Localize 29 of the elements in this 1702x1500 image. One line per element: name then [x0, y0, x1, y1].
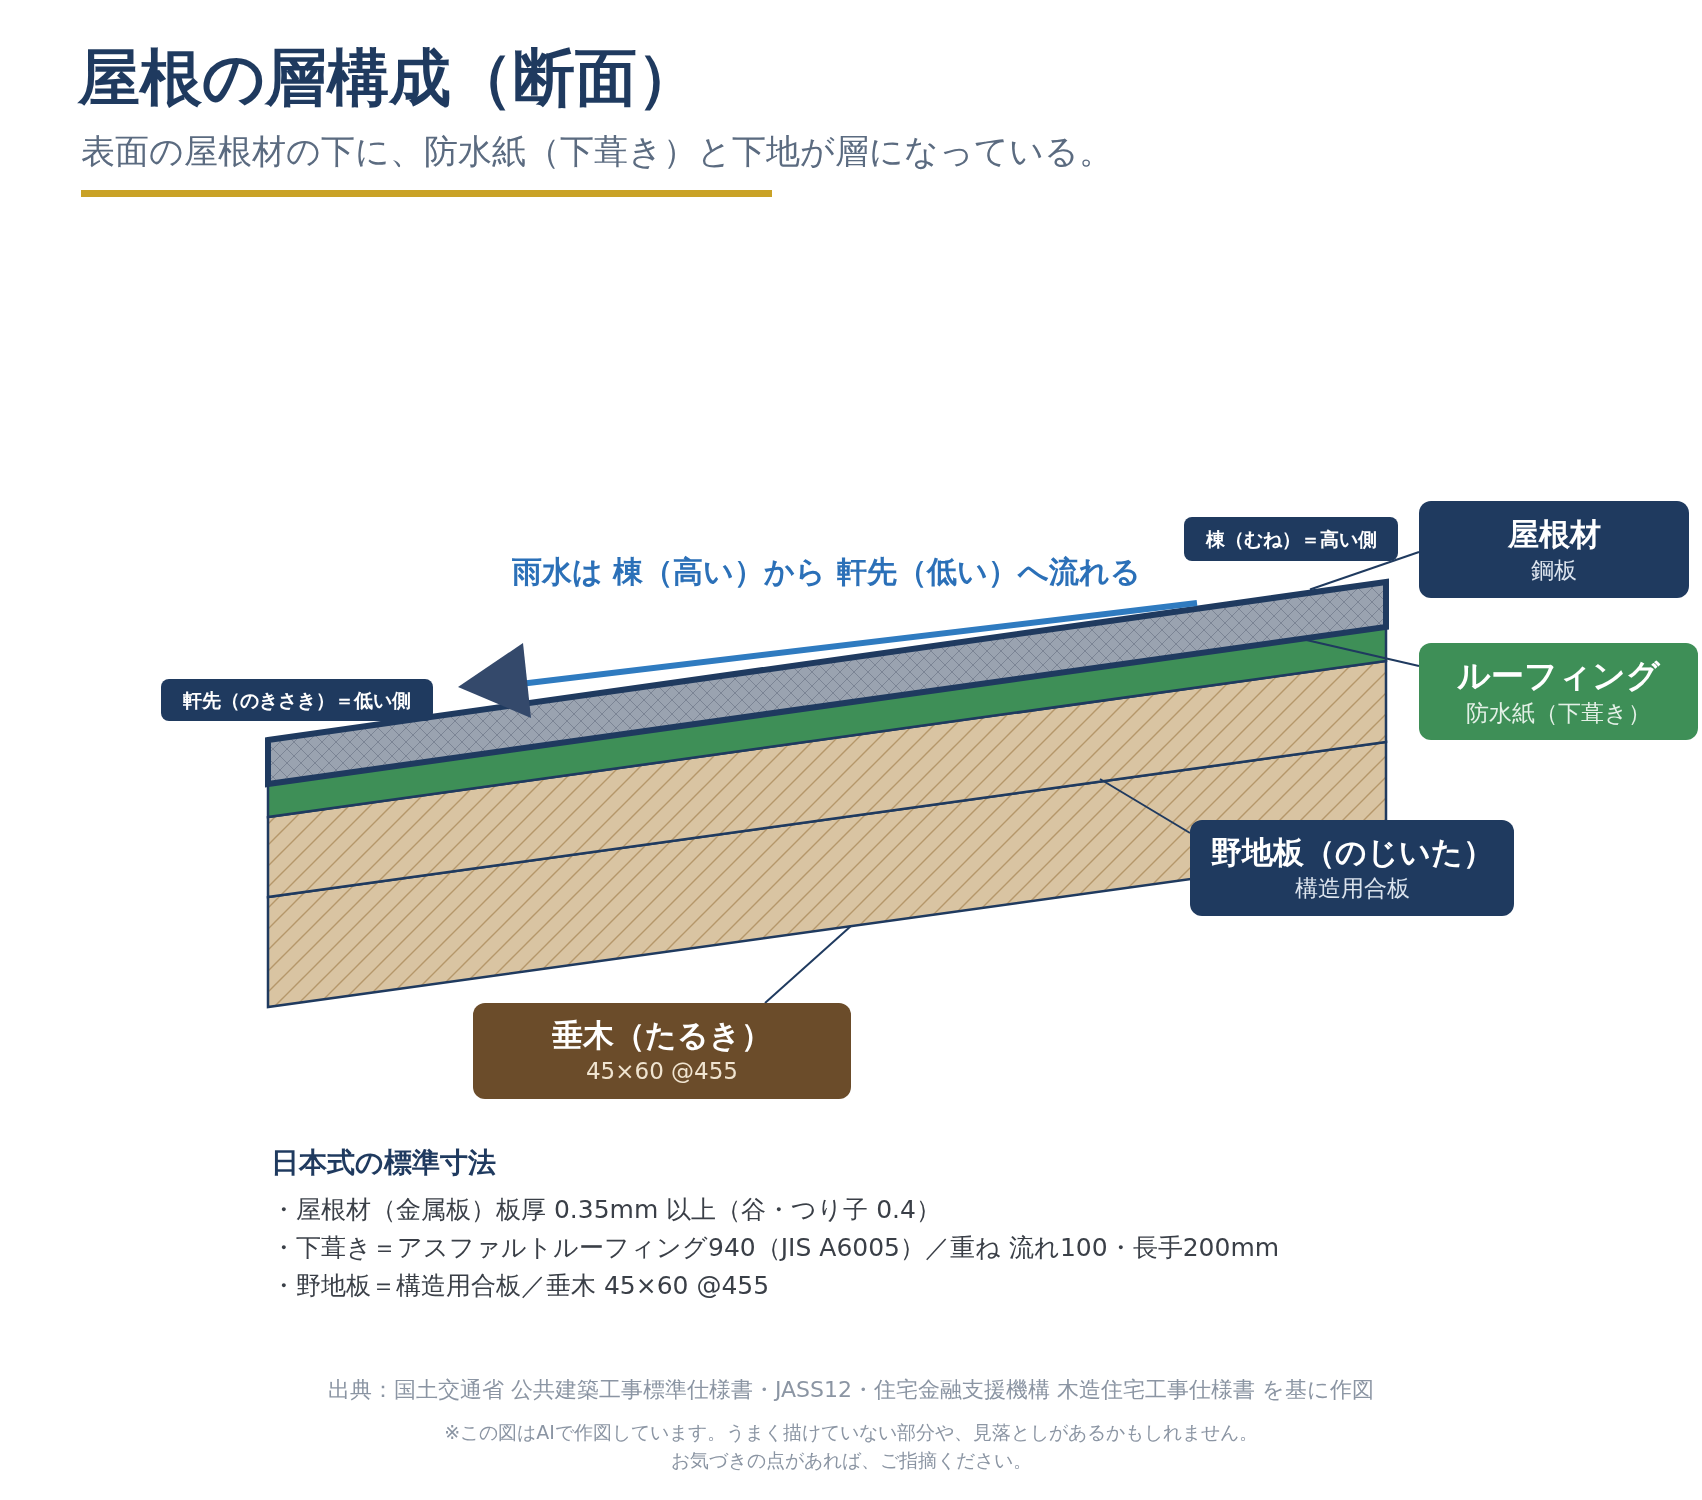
callout-subtitle: 構造用合板 [1294, 874, 1410, 903]
disclaimer-note: お気づきの点があれば、ご指摘ください。 [670, 1448, 1032, 1473]
callout-subtitle: 45×60 @455 [586, 1057, 738, 1086]
source-note: 出典：国土交通省 公共建築工事標準仕様書・JASS12・住宅金融支援機構 木造住宅工事仕様書 を基に作図 [327, 1376, 1375, 1404]
callout-tag [161, 679, 433, 721]
callout-subtitle: 鋼板 [1531, 555, 1577, 585]
section-heading: 日本式の標準寸法 [271, 1145, 496, 1181]
page-title: 屋根の層構成（断面） [78, 40, 699, 116]
disclaimer-note: ※この図はAIで作図しています。うまく描けていない部分や、見落としがあるかもしれません。 [444, 1420, 1258, 1445]
callout-box [1419, 501, 1689, 598]
location-label: 軒先（のきさき）＝低い側 [183, 688, 411, 713]
leader-line [1309, 551, 1420, 591]
callout-box [1190, 820, 1514, 916]
callout-title: 野地板（のじいた） [1210, 833, 1494, 872]
callout-subtitle: 防水紙（下葺き） [1466, 698, 1651, 728]
spec-item: ・屋根材（金属板）板厚 0.35mm 以上（谷・つり子 0.4） [271, 1194, 941, 1226]
callout-title: ルーフィング [1457, 654, 1660, 697]
callout-box [473, 1003, 851, 1099]
flow-direction-label: 雨水は 棟（高い）から 軒先（低い）へ流れる [512, 553, 1141, 591]
callout-box [1419, 643, 1698, 740]
callout-title: 垂木（たるき） [552, 1016, 772, 1055]
callout-tag [1184, 517, 1398, 561]
subtitle: 表面の屋根材の下に、防水紙（下葺き）と下地が層になっている。 [81, 130, 1113, 173]
spec-item: ・下葺き＝アスファルトルーフィング940（JIS A6005）／重ね 流れ100・長手200mm [271, 1232, 1280, 1264]
leader-line [1099, 778, 1191, 834]
leader-line [764, 925, 852, 1004]
callout-title: 屋根材 [1507, 514, 1601, 554]
location-label: 棟（むね）＝高い側 [1205, 527, 1377, 552]
spec-item: ・野地板＝構造用合板／垂木 45×60 @455 [271, 1270, 770, 1302]
